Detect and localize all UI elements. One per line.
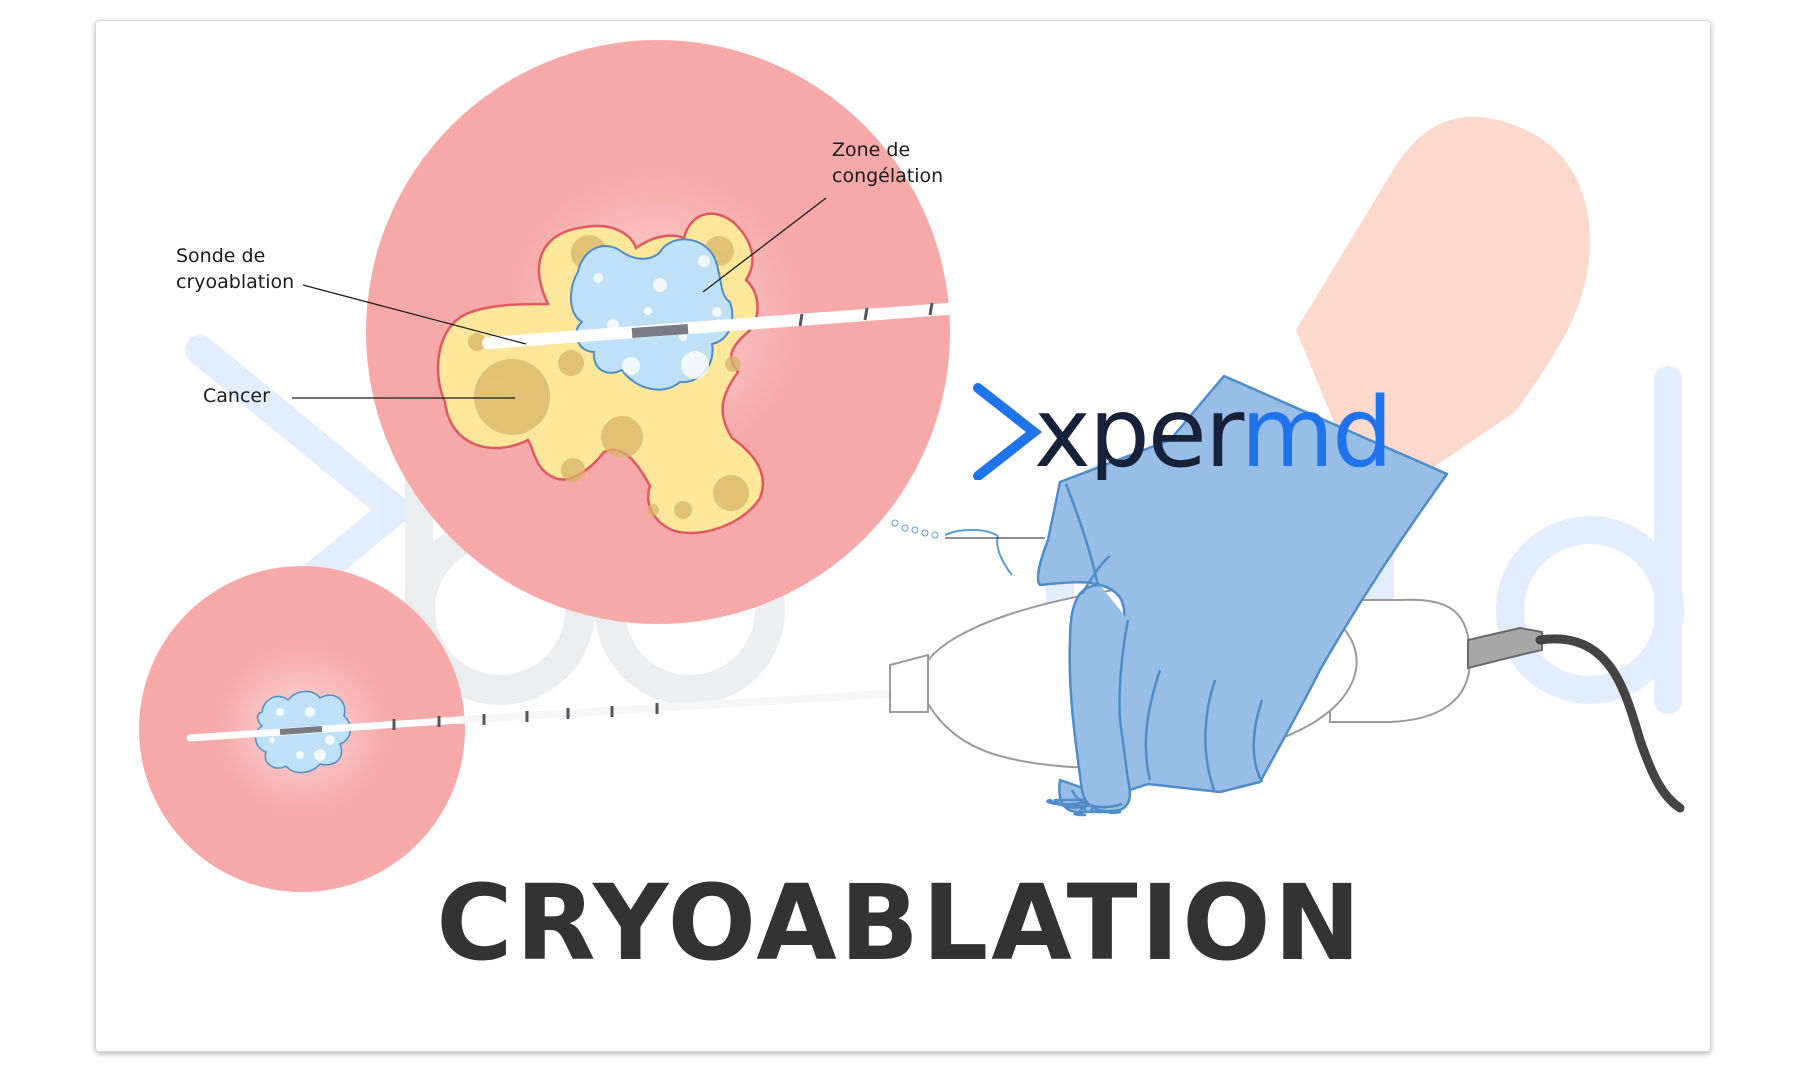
svg-text:xpermd: xpermd: [1034, 380, 1388, 480]
label-probe-line1: Sonde de: [176, 245, 266, 267]
label-freezing-zone-line2: congélation: [832, 165, 944, 187]
label-freezing-zone-line1: Zone de: [832, 139, 911, 161]
leader-zone: [702, 197, 827, 293]
ice-ball-large: [570, 238, 734, 391]
gloved-hand: [1036, 374, 1449, 817]
brand-name-part2: md: [1241, 380, 1388, 480]
zoomed-tissue-view: [366, 40, 950, 624]
leader-probe: [302, 284, 527, 345]
label-probe-line2: cryoablation: [176, 271, 295, 293]
label-cancer: Cancer: [203, 385, 270, 407]
brand-chevron-icon: [973, 383, 1043, 480]
brand-logo: xpermd: [973, 380, 1388, 480]
leader-lines: [292, 197, 827, 399]
tissue-overview: [139, 566, 465, 892]
probe-needle-large: [482, 302, 950, 349]
label-probe: Sonde de cryoablation: [176, 243, 294, 295]
diagram-title: CRYOABLATION: [436, 862, 1364, 984]
brand-name-part1: xper: [1034, 380, 1245, 480]
label-freezing-zone: Zone de congélation: [832, 137, 943, 189]
forearm: [1296, 116, 1590, 510]
cryoprobe-shaft: [392, 689, 904, 730]
